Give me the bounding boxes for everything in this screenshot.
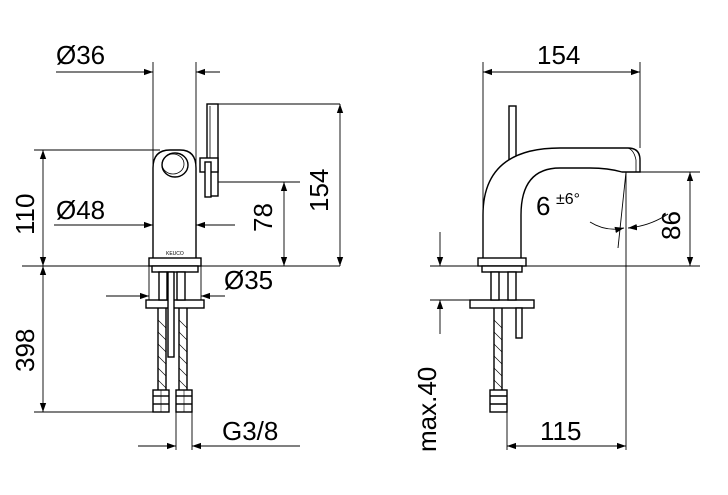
dim-top-diameter: Ø36 — [56, 40, 105, 70]
dim-hose-length: 398 — [10, 329, 40, 372]
lever-handle — [206, 103, 219, 197]
dim-body-diameter: Ø48 — [56, 195, 105, 225]
side-base-plate — [477, 257, 527, 267]
dim-depth: 154 — [537, 40, 580, 70]
side-supply-hose — [489, 308, 508, 413]
front-base-plate — [148, 257, 202, 267]
dim-angle: 6 — [536, 191, 550, 221]
front-view — [145, 103, 219, 413]
dim-spout-height: 78 — [248, 203, 278, 232]
dim-base-diameter: Ø35 — [224, 265, 273, 295]
curved-spout — [482, 147, 641, 258]
front-dimensions — [22, 62, 344, 450]
brand-label: KEUCO — [166, 251, 184, 257]
faucet-body — [152, 149, 197, 258]
side-dimensions — [430, 62, 700, 450]
dim-angle-tolerance: ±6° — [556, 191, 580, 208]
front-supply-hoses — [152, 271, 193, 413]
dim-body-height: 110 — [10, 194, 40, 235]
dim-total-height: 154 — [304, 169, 334, 212]
dim-connection: G3/8 — [222, 416, 278, 446]
side-view — [469, 105, 641, 413]
dim-outlet-height: 86 — [656, 211, 686, 240]
dim-counter-thickness: max.40 — [412, 367, 442, 452]
dim-projection: 115 — [540, 416, 581, 446]
